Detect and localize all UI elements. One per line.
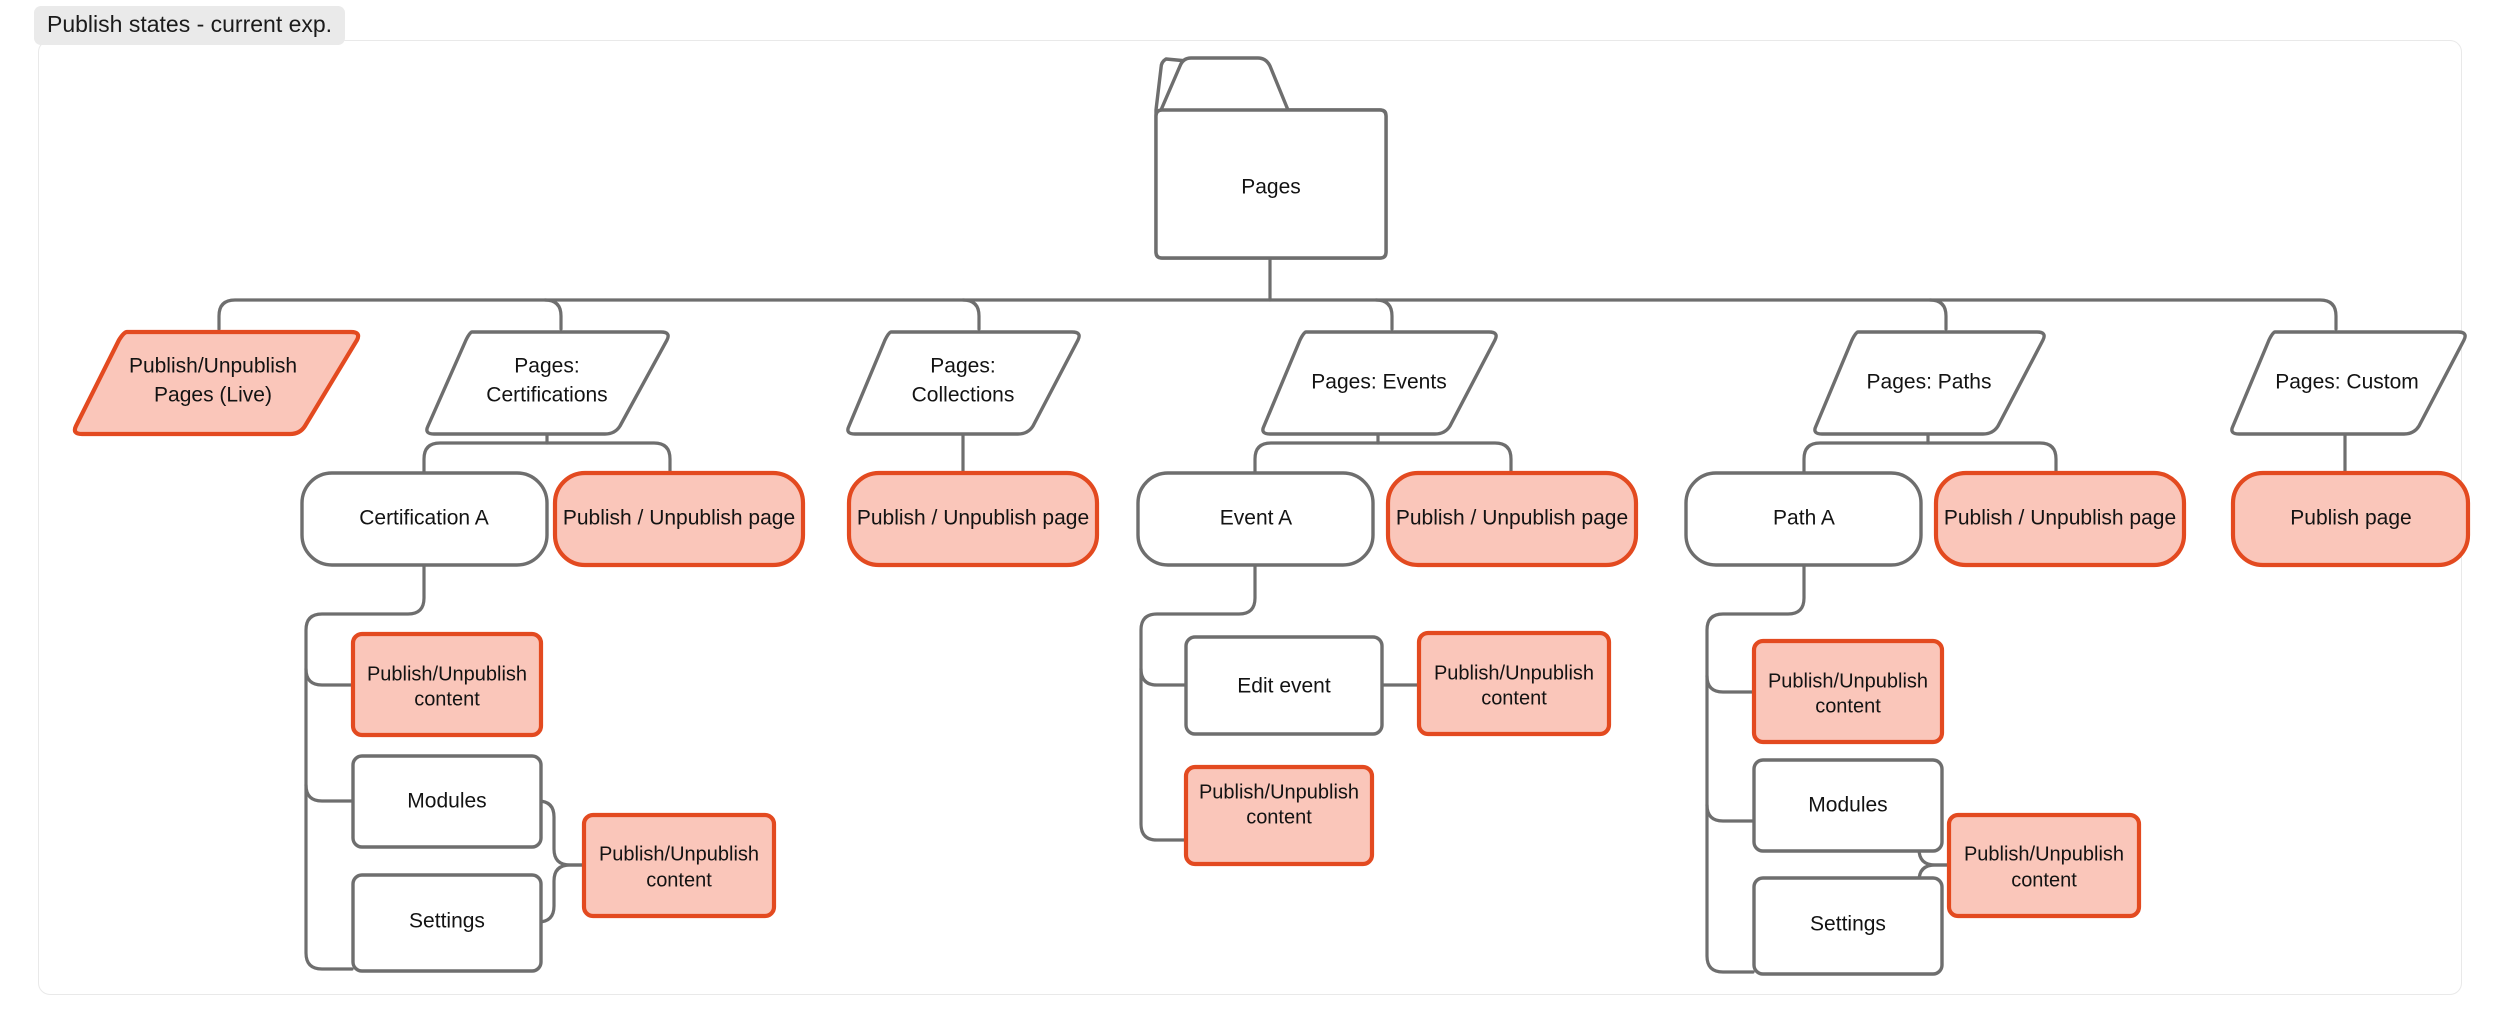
node-cert-modules-settings-content[interactable]: Publish/Unpublish content: [581, 812, 777, 919]
rect-shape: [350, 631, 544, 738]
node-pages-certifications[interactable]: Pages: Certifications: [425, 330, 670, 436]
node-pages-root[interactable]: Pages: [1154, 56, 1388, 260]
parallelogram-shape: [72, 329, 361, 437]
node-cert-publish-unpublish-content[interactable]: Publish/Unpublish content: [350, 631, 544, 738]
stadium-shape: [1933, 470, 2187, 568]
node-path-settings[interactable]: Settings: [1752, 876, 1944, 976]
rect-shape: [351, 873, 543, 973]
rect-shape: [1752, 758, 1944, 853]
edge-trunk-to-events: [1374, 298, 1394, 331]
node-certification-a[interactable]: Certification A: [300, 471, 549, 567]
node-cert-settings[interactable]: Settings: [351, 873, 543, 973]
rect-shape: [581, 812, 777, 919]
rect-shape: [1416, 630, 1612, 737]
rect-shape: [351, 754, 543, 849]
stadium-shape: [1684, 471, 1923, 567]
stadium-shape: [552, 470, 806, 568]
edge-trunk-to-certifications: [543, 298, 563, 331]
edge-certifications-split: [422, 441, 672, 474]
parallelogram-shape: [1813, 330, 2046, 436]
node-path-publish-unpublish-content[interactable]: Publish/Unpublish content: [1751, 638, 1945, 745]
node-collections-publish-unpublish-page[interactable]: Publish / Unpublish page: [846, 470, 1100, 568]
edge-eventa-rail: [1139, 563, 1257, 842]
node-path-modules-settings-content[interactable]: Publish/Unpublish content: [1946, 812, 2142, 919]
node-pages-events[interactable]: Pages: Events: [1261, 330, 1498, 436]
edge-cert-settings-brace: [536, 863, 585, 924]
edge-patha-rail: [1705, 563, 1806, 974]
page-title: Publish states - current exp.: [34, 6, 346, 45]
edge-trunk-to-paths: [1928, 298, 1948, 331]
rect-shape: [1184, 635, 1384, 736]
edge-certa-to-modules: [304, 783, 354, 803]
node-path-modules[interactable]: Modules: [1752, 758, 1944, 853]
edge-certa-to-content: [304, 667, 354, 687]
edge-cert-modules-brace: [536, 799, 585, 867]
rect-shape: [1946, 812, 2142, 919]
node-pages-custom[interactable]: Pages: Custom: [2230, 330, 2467, 436]
stadium-shape: [846, 470, 1100, 568]
node-edit-event[interactable]: Edit event: [1184, 635, 1384, 736]
edge-eventa-to-editevent: [1139, 667, 1187, 687]
node-event-a[interactable]: Event A: [1136, 471, 1375, 567]
node-path-a[interactable]: Path A: [1684, 471, 1923, 567]
node-paths-publish-unpublish-page[interactable]: Publish / Unpublish page: [1933, 470, 2187, 568]
rect-shape: [1751, 638, 1945, 745]
edge-patha-to-content: [1705, 674, 1755, 694]
node-edit-event-content[interactable]: Publish/Unpublish content: [1416, 630, 1612, 737]
rect-shape: [1752, 876, 1944, 976]
edge-paths-split: [1802, 441, 2058, 474]
stadium-shape: [1136, 471, 1375, 567]
edge-trunk-to-collections: [961, 298, 981, 331]
node-cert-publish-unpublish-page[interactable]: Publish / Unpublish page: [552, 470, 806, 568]
parallelogram-shape: [2230, 330, 2467, 436]
node-pages-collections[interactable]: Pages: Collections: [846, 330, 1081, 436]
edge-patha-to-modules: [1705, 803, 1755, 823]
node-pages-paths[interactable]: Pages: Paths: [1813, 330, 2046, 436]
parallelogram-shape: [1261, 330, 1498, 436]
node-custom-publish-page[interactable]: Publish page: [2230, 470, 2471, 568]
edge-events-split: [1253, 441, 1513, 474]
parallelogram-shape: [846, 330, 1081, 436]
folder-tab-shape: [1159, 56, 1290, 111]
folder-body-outline: [1154, 108, 1388, 260]
parallelogram-shape: [425, 330, 670, 436]
edge-certa-rail: [304, 563, 426, 971]
rect-shape: [1183, 764, 1375, 867]
edge-main-trunk: [217, 298, 2338, 331]
node-cert-modules[interactable]: Modules: [351, 754, 543, 849]
stadium-shape: [2230, 470, 2471, 568]
stadium-shape: [300, 471, 549, 567]
stadium-shape: [1385, 470, 1639, 568]
node-event-a-content[interactable]: Publish/Unpublish content: [1183, 764, 1375, 867]
node-publish-unpublish-pages-live[interactable]: Publish/Unpublish Pages (Live): [72, 329, 361, 437]
node-events-publish-unpublish-page[interactable]: Publish / Unpublish page: [1385, 470, 1639, 568]
